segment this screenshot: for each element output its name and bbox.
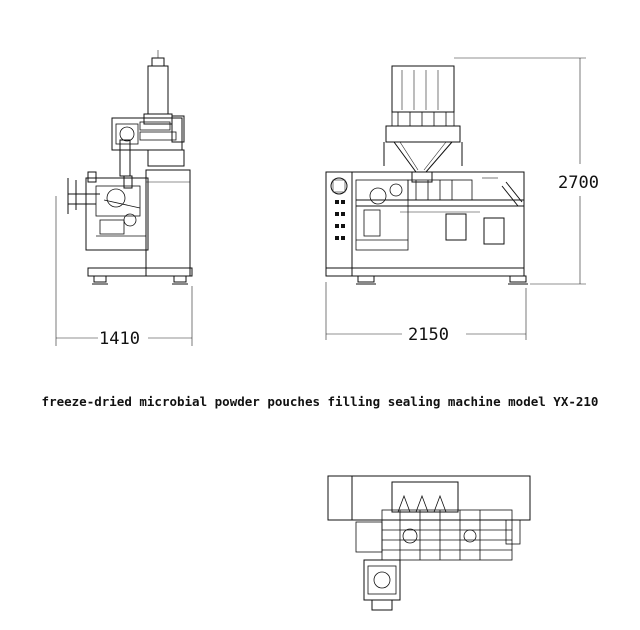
side-view [67,50,193,285]
drawing-caption: freeze-dried microbial powder pouches fi… [41,394,599,409]
height-dimension: 2700 [454,57,599,285]
top-view [327,475,531,611]
front-view [325,65,528,285]
side-width-dimension: 1410 [55,196,193,349]
height-label: 2700 [558,173,599,193]
front-width-label: 2150 [408,325,449,345]
side-width-label: 1410 [99,329,140,349]
front-width-dimension: 2150 [325,282,527,345]
